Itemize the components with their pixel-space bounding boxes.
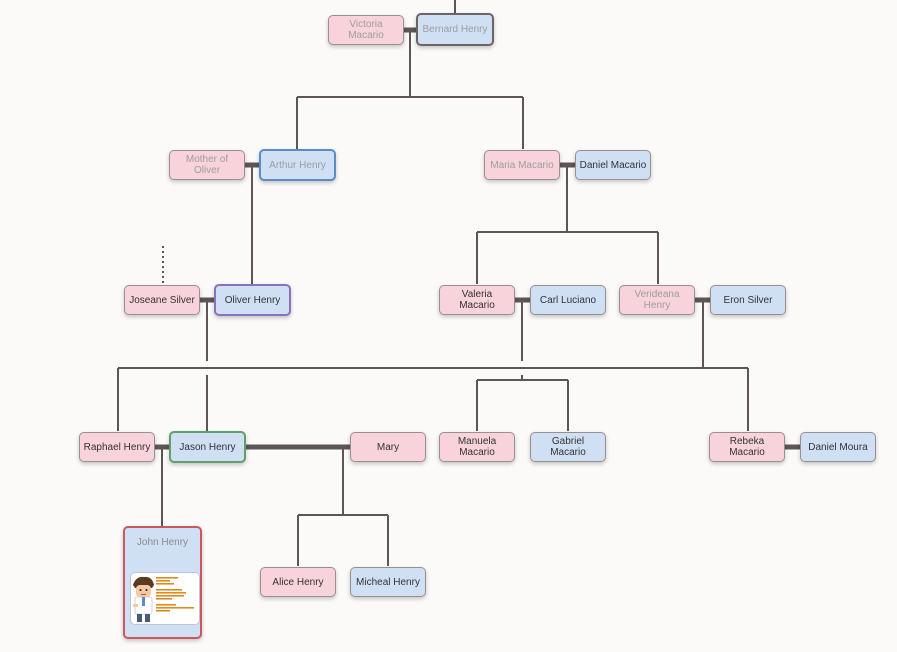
person-name: Oliver Henry [224,294,281,306]
person-node-mary[interactable]: Mary [350,432,426,462]
person-node-jason-henry[interactable]: Jason Henry [169,431,246,463]
person-card-john-henry[interactable]: John Henry [123,526,202,639]
person-node-carl-luciano[interactable]: Carl Luciano [530,285,606,315]
person-name: Rebeka Macario [729,436,765,458]
person-node-valeria-macario[interactable]: Valeria Macario [439,285,515,315]
person-node-raphael-henry[interactable]: Raphael Henry [79,432,155,462]
person-node-alice-henry[interactable]: Alice Henry [260,567,336,597]
person-name: Verideana Henry [634,289,680,311]
person-node-mother-of-oliver[interactable]: Mother of Oliver [169,150,245,180]
person-name: Micheal Henry [356,576,420,588]
person-name: Raphael Henry [83,441,151,453]
person-node-manuela-macario[interactable]: Manuela Macario [439,432,515,462]
person-name: Daniel Moura [808,441,868,453]
person-node-eron-silver[interactable]: Eron Silver [710,285,786,315]
person-name: Victoria Macario [348,19,384,41]
person-node-micheal-henry[interactable]: Micheal Henry [350,567,426,597]
person-node-daniel-moura[interactable]: Daniel Moura [800,432,876,462]
person-node-daniel-macario[interactable]: Daniel Macario [575,150,651,180]
person-name: Mother of Oliver [185,154,229,176]
person-name: Gabriel Macario [550,436,586,458]
person-name: Arthur Henry [269,159,326,171]
person-name: John Henry [136,537,189,548]
person-name: Daniel Macario [579,159,647,171]
person-node-victoria-macario[interactable]: Victoria Macario [328,15,404,45]
person-node-verideana-henry[interactable]: Verideana Henry [619,285,695,315]
person-name: Jason Henry [179,441,236,453]
avatar-icon [133,576,154,622]
profile-details-icon [156,577,194,612]
person-name: Bernard Henry [422,24,488,35]
person-node-rebeka-macario[interactable]: Rebeka Macario [709,432,785,462]
person-node-oliver-henry[interactable]: Oliver Henry [214,284,291,316]
person-node-bernard-henry[interactable]: Bernard Henry [416,13,494,46]
person-name: Mary [376,441,400,453]
person-name: Valeria Macario [459,289,495,311]
person-name: Manuela Macario [457,436,497,458]
person-node-maria-macario[interactable]: Maria Macario [484,150,560,180]
person-name: Maria Macario [490,159,554,171]
profile-panel [130,572,200,625]
person-node-joseane-silver[interactable]: Joseane Silver [124,285,200,315]
person-name: Carl Luciano [539,294,597,306]
person-name: Joseane Silver [129,294,195,306]
person-name: Eron Silver [723,294,773,306]
person-node-arthur-henry[interactable]: Arthur Henry [259,149,336,181]
person-node-gabriel-macario[interactable]: Gabriel Macario [530,432,606,462]
person-name: Alice Henry [272,576,324,588]
